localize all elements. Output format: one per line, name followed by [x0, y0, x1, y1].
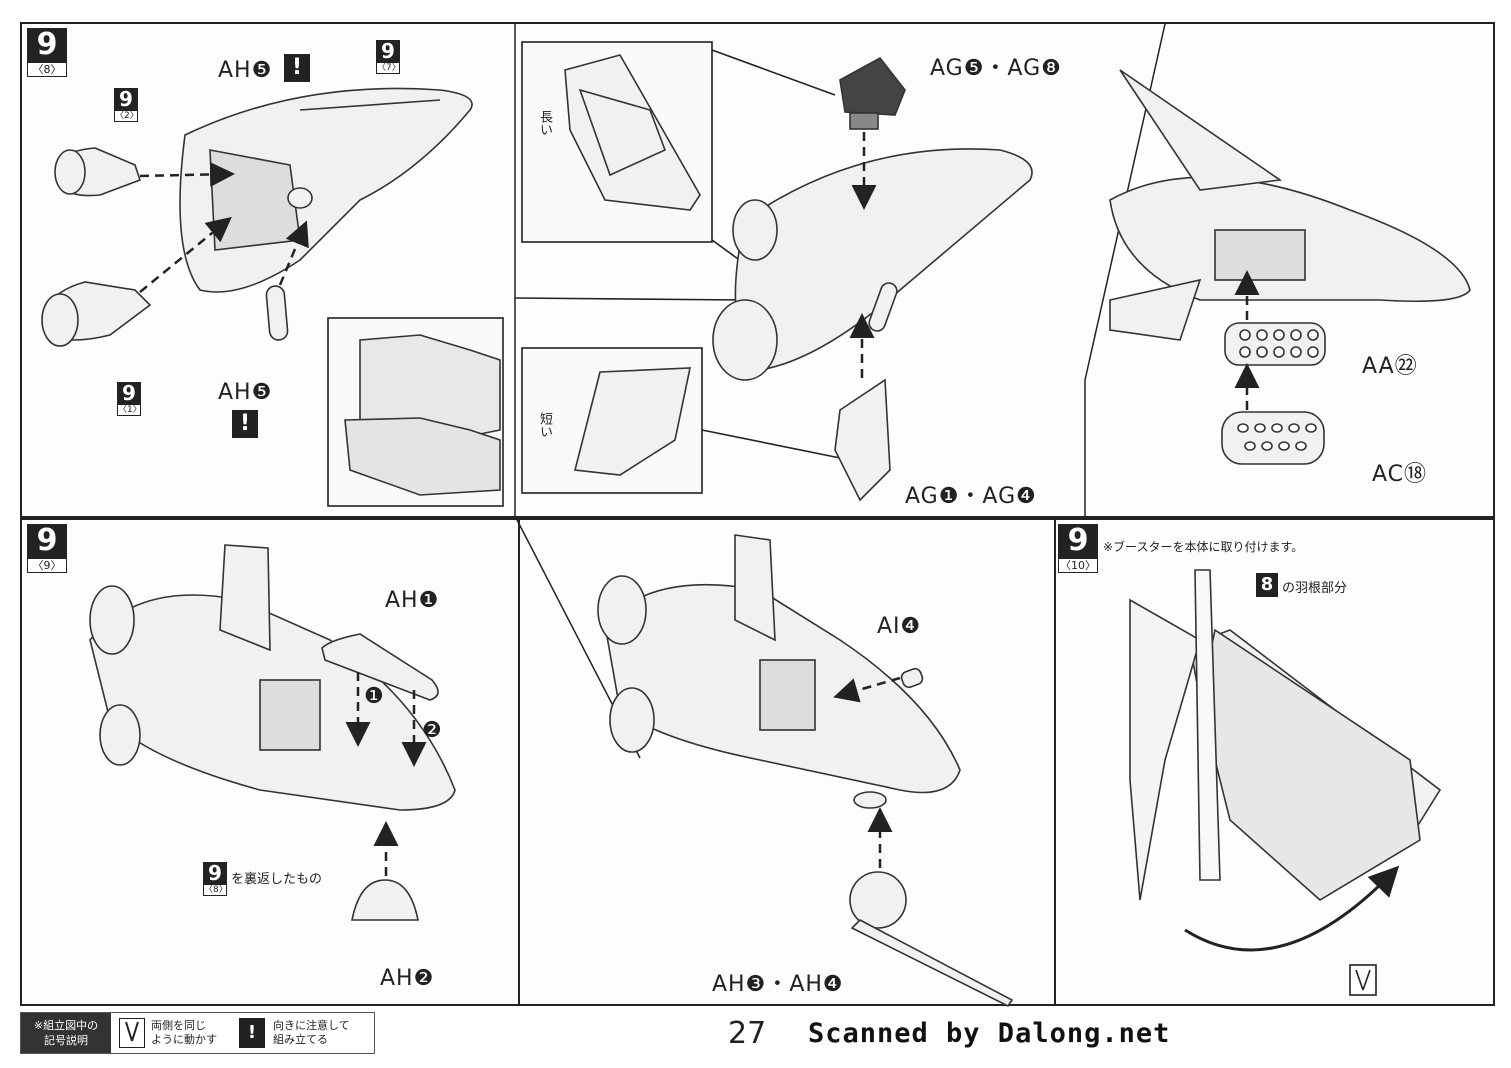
caution-icon: !	[284, 54, 310, 82]
callout-long: 長い	[537, 110, 552, 136]
panel-bottom-middle	[518, 518, 1056, 1006]
caution-icon: !	[239, 1018, 265, 1048]
step-sub: 〈10〉	[1058, 558, 1098, 573]
callout-short: 短い	[537, 412, 552, 438]
step-sub: 〈2〉	[114, 110, 139, 122]
part-label-ah1: AH❶	[385, 588, 440, 613]
step-sub: 〈8〉	[27, 62, 67, 77]
part-label-aa22: AA㉒	[1362, 354, 1418, 379]
panel-bottom-left	[20, 518, 520, 1006]
step-badge-9-9: 9 〈9〉	[27, 524, 67, 573]
panel-top	[20, 22, 1495, 518]
legend-item2-line1: 向きに注意して	[273, 1019, 350, 1032]
legend-item1-text: 両側を同じ ように動かす	[151, 1019, 217, 1047]
move-both-sides-glyph	[125, 1021, 139, 1042]
order-marker-2: ❷	[422, 718, 443, 743]
step-number: 9	[27, 524, 67, 558]
order-marker-1: ❶	[364, 684, 385, 709]
legend-title: ※組立図中の 記号説明	[21, 1013, 111, 1053]
step-badge-9-7: 9 〈7〉	[376, 40, 401, 74]
part-label-ai4: AI❹	[877, 614, 922, 639]
step-sub: 〈9〉	[27, 558, 67, 573]
part-label-ah2: AH❷	[380, 966, 435, 991]
symbol-legend: ※組立図中の 記号説明 両側を同じ ように動かす ! 向きに注意して 組み立てる	[20, 1012, 375, 1054]
legend-title-line1: ※組立図中の	[33, 1019, 99, 1032]
step-badge-9-1: 9 〈1〉	[117, 382, 142, 416]
step-number: 9	[203, 862, 227, 884]
step-badge-9-8-flipped: 9 〈8〉	[203, 862, 228, 896]
step-badge-9-10: 9 〈10〉	[1058, 524, 1098, 573]
page-number: 27	[728, 1016, 767, 1051]
wing-root-note: の羽根部分	[1282, 581, 1348, 596]
part-label-ac18: AC⑱	[1372, 462, 1428, 487]
step-sub: 〈7〉	[376, 62, 401, 74]
step-sub: 〈8〉	[203, 884, 228, 896]
part-label-ah3-ah4: AH❸・AH❹	[712, 972, 844, 997]
legend-title-line2: 記号説明	[44, 1034, 88, 1047]
part-label-ag1-ag4: AG❶・AG❹	[905, 484, 1037, 509]
legend-item2-text: 向きに注意して 組み立てる	[273, 1019, 350, 1047]
part-label-ah5-top: AH❺	[218, 58, 273, 83]
step-number: 9	[27, 28, 67, 62]
booster-note: ※ブースターを本体に取り付けます。	[1103, 540, 1304, 554]
step-number: 9	[114, 88, 138, 110]
legend-item1-line1: 両側を同じ	[151, 1019, 206, 1032]
legend-item1-line2: ように動かす	[151, 1033, 217, 1046]
step-sub: 〈1〉	[117, 404, 142, 416]
step-number: 9	[1058, 524, 1098, 558]
part-label-ah5-bottom: AH❺	[218, 380, 273, 405]
caution-icon: !	[232, 410, 258, 438]
flipped-note: を裏返したもの	[231, 872, 323, 887]
wing-root-step-badge: 8	[1256, 573, 1278, 597]
part-label-ag5-ag8: AG❺・AG❽	[930, 56, 1062, 81]
step-number: 9	[117, 382, 141, 404]
scan-credit: Scanned by Dalong.net	[808, 1018, 1171, 1049]
move-both-sides-icon	[119, 1018, 145, 1048]
step-number: 9	[376, 40, 400, 62]
step-badge-9-2: 9 〈2〉	[114, 88, 139, 122]
step-badge-9-8: 9 〈8〉	[27, 28, 67, 77]
legend-item2-line2: 組み立てる	[273, 1033, 328, 1046]
